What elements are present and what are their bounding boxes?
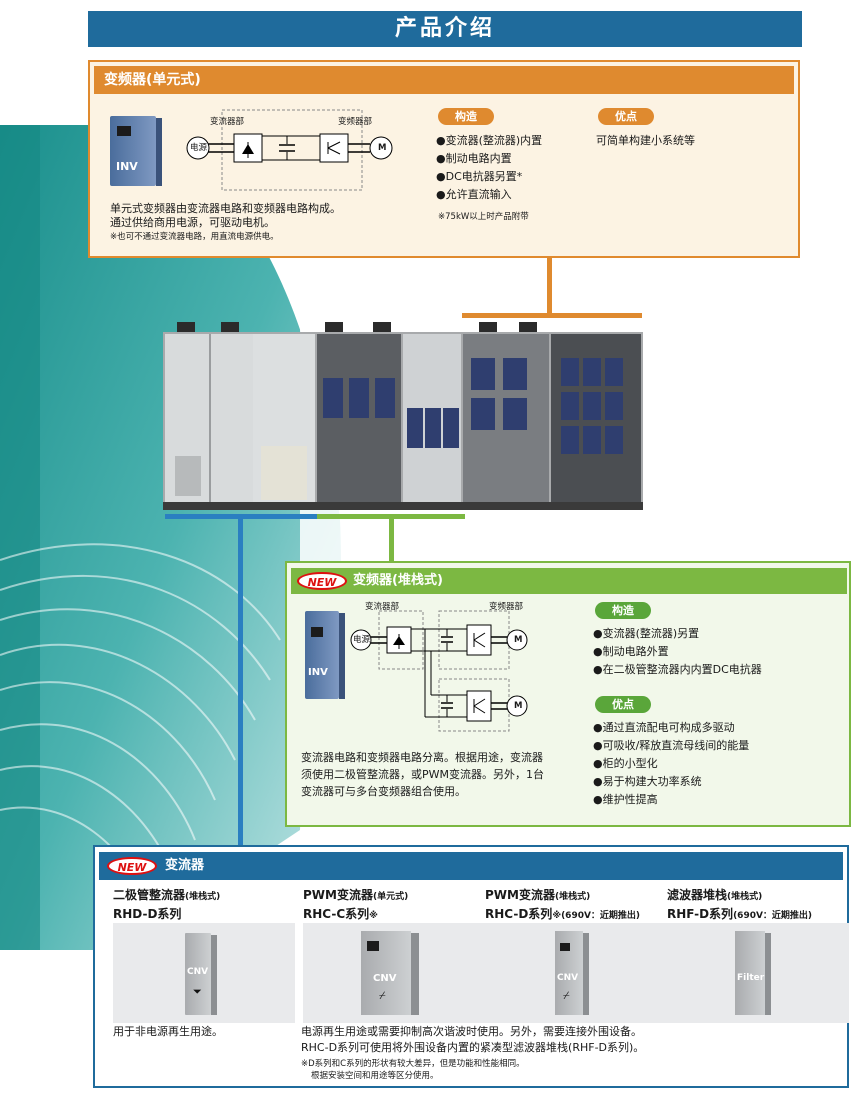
single-desc-line-1: 单元式变频器由变流器电路和变频器电路构成。 bbox=[110, 202, 341, 215]
product-2-name: PWM变流器 bbox=[303, 888, 373, 902]
product-4-title: 滤波器堆栈(堆栈式) RHF-D系列(690V：近期推出) bbox=[667, 887, 812, 925]
single-unit-section: 变频器(单元式) INV 变流器部 变频器部 电源 M 单元式变频器由变流器电路… bbox=[88, 60, 800, 258]
converter-desc-right-1: 电源再生用途或需要抑制高次谐波时使用。另外，需要连接外围设备。 bbox=[301, 1025, 642, 1038]
product-2-unit-label: CNV bbox=[373, 973, 397, 984]
product-3-mark: ※ bbox=[552, 911, 562, 921]
stack-unit-section: NEW 变频器(堆栈式) INV bbox=[285, 561, 851, 827]
stack-merit-item-5: ●维护性提高 bbox=[593, 793, 658, 806]
single-diagram-motor: M bbox=[378, 143, 387, 153]
green-connector-horizontal bbox=[317, 514, 465, 519]
product-1-unit-label: CNV bbox=[187, 967, 209, 977]
product-1-type: (堆栈式) bbox=[185, 892, 221, 902]
product-3-type: (堆栈式) bbox=[554, 892, 591, 902]
single-structure-item-4: ●允许直流输入 bbox=[436, 188, 512, 201]
stack-unit-header-bar: NEW 变频器(堆栈式) bbox=[291, 568, 847, 594]
single-diagram-label-left: 变流器部 bbox=[210, 117, 245, 127]
stack-diagram-motor-1: M bbox=[514, 635, 523, 645]
stack-merit-item-2: ●可吸收/释放直流母线间的能量 bbox=[593, 739, 750, 752]
stack-structure-item-3: ●在二极管整流器内内置DC电抗器 bbox=[593, 663, 762, 676]
product-4-series: RHF-D系列 bbox=[667, 907, 734, 921]
stack-merit-item-1: ●通过直流配电可构成多驱动 bbox=[593, 721, 735, 734]
single-structure-label: 构造 bbox=[438, 108, 494, 125]
product-3-image: CNV ⌿ bbox=[485, 923, 667, 1023]
cabinet-photo bbox=[163, 318, 643, 510]
igbt-icon-2: ⌿ bbox=[563, 989, 570, 1002]
product-1-title: 二极管整流器(堆栈式) RHD-D系列 bbox=[113, 887, 220, 923]
converter-new-badge: NEW bbox=[107, 857, 157, 875]
converter-footnote-1: ※D系列和C系列的形状有较大差异，但是功能和性能相同。 bbox=[301, 1059, 525, 1069]
product-1-name: 二极管整流器 bbox=[113, 888, 186, 902]
stack-structure-label: 构造 bbox=[595, 602, 651, 619]
converter-header: 变流器 bbox=[165, 858, 205, 873]
product-4-note: (690V：近期推出) bbox=[733, 911, 813, 921]
single-structure-item-1: ●变流器(整流器)内置 bbox=[436, 134, 543, 147]
single-diagram-label-right: 变频器部 bbox=[338, 117, 373, 127]
product-4-type: (堆栈式) bbox=[727, 892, 763, 902]
diode-icon: ⏷ bbox=[193, 985, 202, 998]
orange-connector-horizontal bbox=[462, 313, 642, 318]
product-3-name: PWM变流器 bbox=[485, 888, 555, 902]
blue-connector-vertical bbox=[238, 518, 243, 846]
inv-unit-image: INV bbox=[110, 116, 162, 186]
inv-unit-label: INV bbox=[116, 160, 138, 173]
stack-new-badge: NEW bbox=[297, 572, 347, 590]
single-structure-item-2: ●制动电路内置 bbox=[436, 152, 512, 165]
single-merit-item-1: 可简单构建小系统等 bbox=[596, 134, 695, 147]
product-3-title: PWM变流器(堆栈式) RHC-D系列※(690V：近期推出) bbox=[485, 887, 640, 925]
stack-merit-item-4: ●易于构建大功率系统 bbox=[593, 775, 702, 788]
stack-desc-line-1: 变流器电路和变频器电路分离。根据用途，变流器 bbox=[301, 751, 543, 764]
blue-connector-horizontal bbox=[165, 514, 317, 519]
stack-diagram-label-left: 变流器部 bbox=[365, 602, 400, 612]
product-2-title: PWM变流器(单元式) RHC-C系列※ bbox=[303, 887, 408, 925]
stack-structure-item-1: ●变流器(整流器)另置 bbox=[593, 627, 700, 640]
converter-desc-right-2: RHC-D系列可使用将外围设备内置的紧凑型滤波器堆栈(RHF-D系列)。 bbox=[301, 1041, 645, 1054]
converter-footnote-2: 根据安装空间和用途等区分使用。 bbox=[311, 1071, 439, 1081]
product-4-unit-label: Filter bbox=[737, 973, 765, 983]
product-2-series: RHC-C系列 bbox=[303, 907, 370, 921]
converter-desc-left: 用于非电源再生用途。 bbox=[113, 1025, 223, 1038]
stack-inv-unit-image: INV bbox=[305, 611, 345, 699]
green-connector-vertical bbox=[389, 518, 394, 562]
single-structure-item-3: ●DC电抗器另置* bbox=[436, 170, 523, 183]
stack-desc-line-2: 须使用二极管整流器，或PWM变流器。另外，1台 bbox=[301, 768, 544, 781]
stack-unit-circuit-diagram bbox=[350, 610, 528, 732]
stack-diagram-power: 电源 bbox=[353, 635, 371, 645]
product-1-image: CNV ⏷ bbox=[113, 923, 295, 1023]
stack-diagram-motor-2: M bbox=[514, 701, 523, 711]
product-2-type: (单元式) bbox=[372, 892, 409, 902]
stack-structure-item-2: ●制动电路外置 bbox=[593, 645, 669, 658]
stack-unit-header: 变频器(堆栈式) bbox=[353, 573, 443, 588]
product-3-unit-label: CNV bbox=[557, 973, 579, 983]
product-2-mark: ※ bbox=[369, 911, 378, 921]
product-4-name: 滤波器堆栈 bbox=[667, 888, 728, 902]
single-unit-circuit-diagram bbox=[186, 109, 393, 191]
single-desc-line-2: 通过供给商用电源，可驱动电机。 bbox=[110, 216, 275, 229]
single-note: ※也可不通过变流器电路，用直流电源供电。 bbox=[110, 232, 279, 242]
product-3-series: RHC-D系列 bbox=[485, 907, 553, 921]
stack-desc-line-3: 变流器可与多台变频器组合使用。 bbox=[301, 785, 466, 798]
single-structure-note: ※75kW以上时产品附带 bbox=[438, 212, 529, 222]
igbt-icon: ⌿ bbox=[379, 989, 386, 1002]
single-unit-header: 变频器(单元式) bbox=[94, 66, 794, 94]
converter-section: NEW 变流器 二极管整流器(堆栈式) RHD-D系列 CNV ⏷ PWM变流器… bbox=[93, 845, 849, 1088]
converter-header-bar: NEW 变流器 bbox=[99, 852, 843, 880]
orange-connector-vertical bbox=[547, 258, 552, 316]
page-title: 产品介绍 bbox=[88, 11, 802, 47]
product-2-image: CNV ⌿ bbox=[303, 923, 485, 1023]
product-4-image: Filter bbox=[667, 923, 849, 1023]
stack-merit-label: 优点 bbox=[595, 696, 651, 713]
single-merit-label: 优点 bbox=[598, 108, 654, 125]
product-3-note: (690V：近期推出) bbox=[561, 911, 641, 921]
stack-diagram-label-right: 变频器部 bbox=[489, 602, 524, 612]
stack-merit-item-3: ●柜的小型化 bbox=[593, 757, 658, 770]
single-diagram-power: 电源 bbox=[190, 143, 208, 153]
stack-inv-unit-label: INV bbox=[308, 667, 328, 678]
product-1-series: RHD-D系列 bbox=[113, 907, 182, 921]
